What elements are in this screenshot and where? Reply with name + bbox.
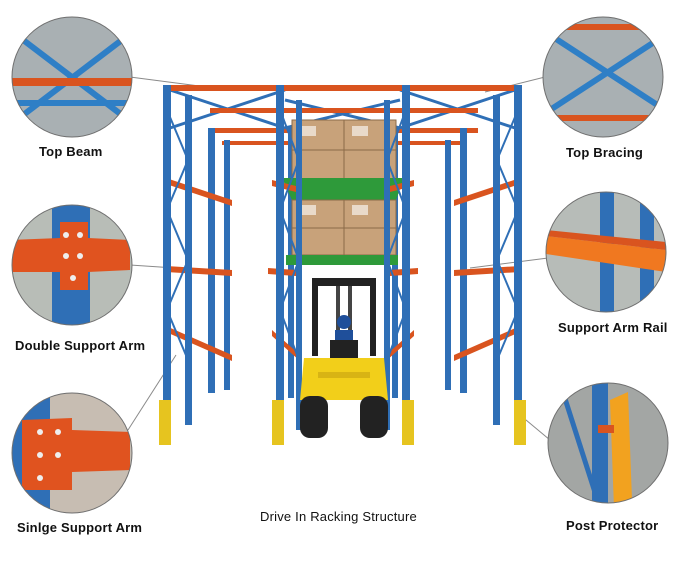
label-single-support-arm: Sinlge Support Arm xyxy=(17,520,143,535)
label-double-support-arm: Double Support Arm xyxy=(15,338,146,353)
front-uprights xyxy=(163,85,522,440)
label-post-protector: Post Protector xyxy=(566,518,659,533)
callout-double-support-arm xyxy=(11,204,133,326)
pallet-load xyxy=(282,119,404,265)
racking-structure xyxy=(159,85,526,445)
callout-support-arm-rail xyxy=(545,191,667,313)
upright-bracing xyxy=(166,109,519,361)
label-top-bracing: Top Bracing xyxy=(566,145,644,160)
label-support-arm-rail: Support Arm Rail xyxy=(558,320,668,335)
callout-top-bracing xyxy=(542,16,664,138)
callout-top-beam xyxy=(11,16,133,138)
post-protectors xyxy=(159,400,526,445)
callout-single-support-arm xyxy=(11,392,133,514)
forklift xyxy=(300,278,388,438)
diagram-title: Drive In Racking Structure xyxy=(260,509,417,524)
callout-post-protector xyxy=(547,382,669,504)
label-top-beam: Top Beam xyxy=(39,144,103,159)
top-beams xyxy=(166,85,520,113)
